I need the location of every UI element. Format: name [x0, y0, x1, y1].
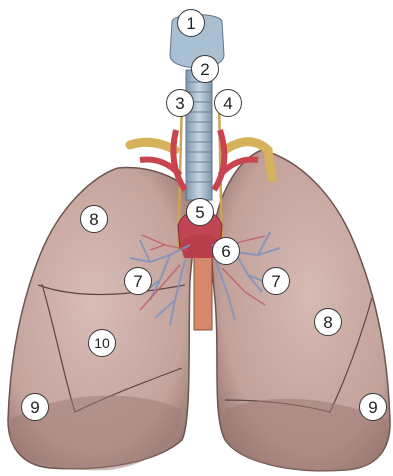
left-subclavian-vein	[130, 142, 175, 150]
trachea-shape	[186, 70, 212, 200]
marker-7-left: 7	[124, 267, 152, 295]
marker-2: 2	[191, 55, 219, 83]
marker-9-right: 9	[359, 393, 387, 421]
marker-7-right: 7	[262, 267, 290, 295]
marker-5: 5	[186, 198, 214, 226]
marker-4: 4	[214, 89, 242, 117]
marker-6: 6	[212, 237, 240, 265]
marker-9-left: 9	[21, 393, 49, 421]
marker-1: 1	[177, 9, 205, 37]
marker-10: 10	[88, 329, 116, 357]
marker-8-right: 8	[314, 308, 342, 336]
esophagus-shape	[194, 250, 212, 330]
marker-3: 3	[166, 89, 194, 117]
marker-8-left: 8	[80, 205, 108, 233]
